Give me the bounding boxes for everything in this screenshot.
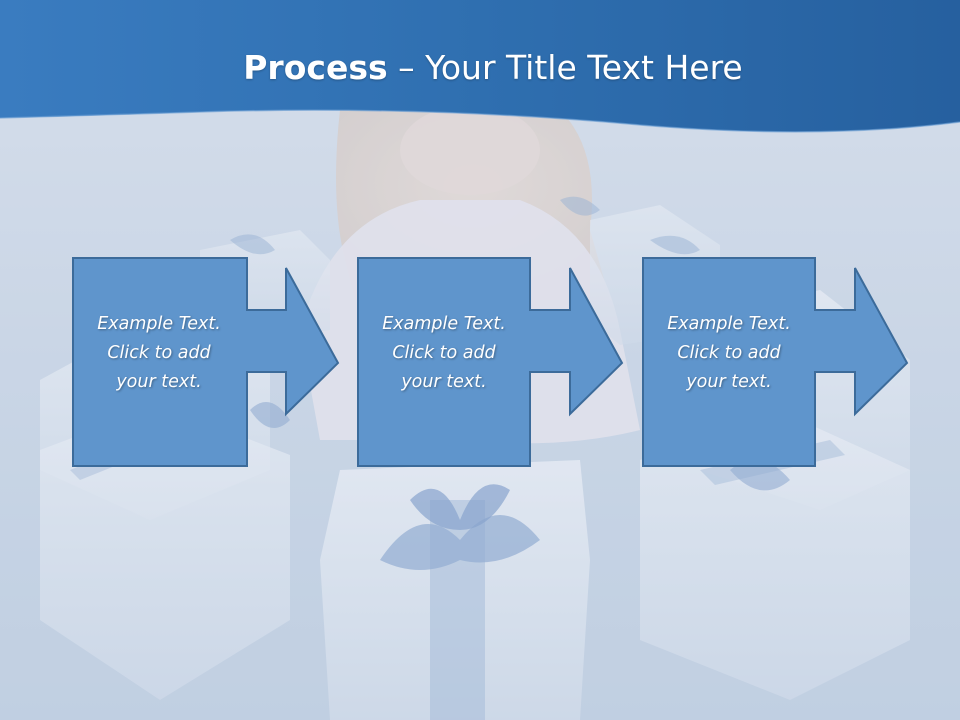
process-step-2[interactable]: Example Text. Click to add your text. <box>357 257 624 467</box>
process-arrow-shape <box>642 257 909 467</box>
title-rest-text: – Your Title Text Here <box>387 48 743 87</box>
process-arrow-shape <box>72 257 340 467</box>
step-line-3: your text. <box>686 372 772 392</box>
step-line-3: your text. <box>401 372 487 392</box>
step-line-1: Example Text. <box>382 314 506 334</box>
step-line-2: Click to add <box>392 343 496 363</box>
step-line-1: Example Text. <box>667 314 791 334</box>
process-step-text: Example Text. Click to add your text. <box>357 310 531 397</box>
step-line-2: Click to add <box>677 343 781 363</box>
step-line-2: Click to add <box>107 343 211 363</box>
process-arrow-shape <box>357 257 624 467</box>
process-step-text: Example Text. Click to add your text. <box>72 310 246 397</box>
process-step-1[interactable]: Example Text. Click to add your text. <box>72 257 340 467</box>
step-line-3: your text. <box>116 372 202 392</box>
step-line-1: Example Text. <box>97 314 221 334</box>
process-step-3[interactable]: Example Text. Click to add your text. <box>642 257 909 467</box>
title-bold-text: Process <box>243 48 388 87</box>
process-step-text: Example Text. Click to add your text. <box>642 310 816 397</box>
slide-title[interactable]: Process – Your Title Text Here <box>0 48 960 87</box>
header-band <box>0 0 960 133</box>
